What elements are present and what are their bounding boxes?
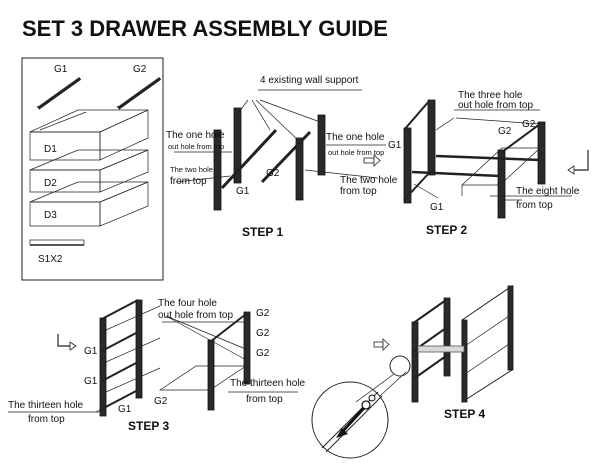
arrow-right-icon	[373, 338, 390, 351]
step3-four-hole-sub: out hole from top	[158, 310, 233, 321]
g1-label: G1	[54, 64, 68, 75]
drawer-d1	[29, 109, 149, 161]
drawer-d2	[29, 149, 149, 193]
step3-title: STEP 3	[128, 419, 169, 433]
screw-icon	[336, 394, 376, 438]
step1-one-hole-right-label: The one hole	[326, 132, 385, 143]
step3-g1-label-b: G1	[84, 376, 98, 387]
down-right-arrow-icon	[57, 334, 77, 351]
step1-title: STEP 1	[242, 225, 283, 239]
step2-diagram	[403, 99, 589, 219]
step2-three-hole-sub: out hole from top	[458, 100, 533, 111]
step1-two-hole-right-sub: from top	[340, 186, 377, 197]
step2-three-hole-label: The three hole	[458, 90, 523, 101]
step1-g1-label: G1	[236, 186, 250, 197]
step1-one-hole-left-label: The one hole	[166, 130, 225, 141]
step3-g2-label-b: G2	[256, 328, 270, 339]
step1-one-hole-left-sub: out hole from top	[168, 142, 224, 151]
step2-title: STEP 2	[426, 223, 467, 237]
step3-thirteen-left-sub: from top	[28, 414, 65, 425]
step2-eight-hole-sub: from top	[516, 200, 553, 211]
return-arrow-icon	[567, 150, 589, 175]
step3-g2-label-c: G2	[256, 348, 270, 359]
step1-g2-label: G2	[266, 168, 280, 179]
step1-wall-support-label: 4 existing wall support	[260, 75, 359, 86]
step3-thirteen-right-sub: from top	[246, 394, 283, 405]
step2-eight-hole-label: The eight hole	[516, 186, 580, 197]
g2-label: G2	[133, 64, 147, 75]
step3-diagram	[8, 299, 298, 417]
s1x2-part	[29, 239, 85, 246]
g2-rail-part	[116, 75, 162, 110]
step2-g2-label-a: G2	[498, 126, 512, 137]
step3-g2-label-a: G2	[256, 308, 270, 319]
step3-g1-label-a: G1	[84, 346, 98, 357]
step3-g2-label-d: G2	[154, 396, 168, 407]
step4-diagram	[311, 285, 514, 459]
step2-g1-label-a: G1	[388, 140, 402, 151]
page-title: SET 3 DRAWER ASSEMBLY GUIDE	[22, 16, 388, 41]
d3-label: D3	[44, 210, 57, 221]
step1-one-hole-right-sub: out hole from top	[328, 148, 384, 157]
step3-g1-label-c: G1	[118, 404, 132, 415]
step4-title: STEP 4	[444, 407, 485, 421]
step3-four-hole-label: The four hole	[158, 298, 217, 309]
step1-two-hole-left-sub: from top	[170, 176, 207, 187]
step2-g1-label-b: G1	[430, 202, 444, 213]
drawer-d3	[29, 181, 149, 227]
step3-thirteen-right-label: The thirteen hole	[230, 378, 305, 389]
parts-list-box: G1 G2 D1 D2 D3	[21, 57, 164, 281]
g1-rail-part	[36, 75, 82, 110]
step3-thirteen-left-label: The thirteen hole	[8, 400, 83, 411]
d2-label: D2	[44, 178, 57, 189]
step1-two-hole-right-label: The two hole	[340, 175, 398, 186]
d1-label: D1	[44, 144, 57, 155]
step1-two-hole-left-label: The two hole	[170, 165, 213, 174]
s1x2-label: S1X2	[38, 254, 63, 265]
arrow-right-icon	[363, 154, 381, 167]
step2-g2-label-b: G2	[522, 119, 536, 130]
step1-diagram	[174, 89, 386, 211]
